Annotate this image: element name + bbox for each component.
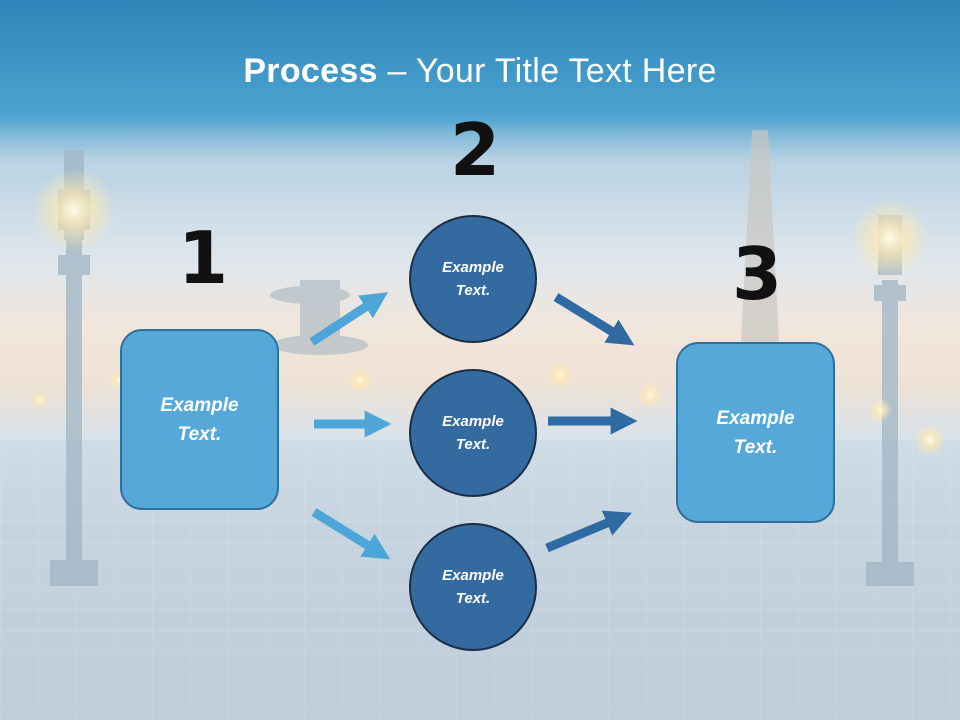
step-2-circle-middle: Example Text.	[409, 369, 537, 497]
arrow-box1-to-circle-top	[309, 292, 389, 346]
step-3-text: Example Text.	[716, 407, 795, 458]
circle-text: Example Text.	[442, 259, 504, 299]
step-2-circle-bottom: Example Text.	[409, 523, 537, 651]
step-1-box: Example Text.	[120, 329, 279, 510]
arrow-box1-to-circle-bottom	[311, 508, 391, 560]
arrow-circle-top-to-box3	[553, 293, 635, 346]
step-1-text: Example Text.	[160, 394, 239, 445]
title-band	[0, 0, 960, 128]
circle-text: Example Text.	[442, 413, 504, 453]
step-3-box: Example Text.	[676, 342, 835, 523]
step-number-2: 2	[450, 108, 501, 192]
step-number-3: 3	[732, 232, 783, 316]
step-2-circle-top: Example Text.	[409, 215, 537, 343]
arrow-circle-bottom-to-box3	[545, 510, 632, 553]
slide-title: Process – Your Title Text Here	[0, 52, 960, 91]
title-rest: – Your Title Text Here	[377, 52, 717, 90]
circle-text: Example Text.	[442, 567, 504, 607]
step-number-1: 1	[178, 216, 229, 300]
title-bold: Process	[243, 52, 378, 90]
